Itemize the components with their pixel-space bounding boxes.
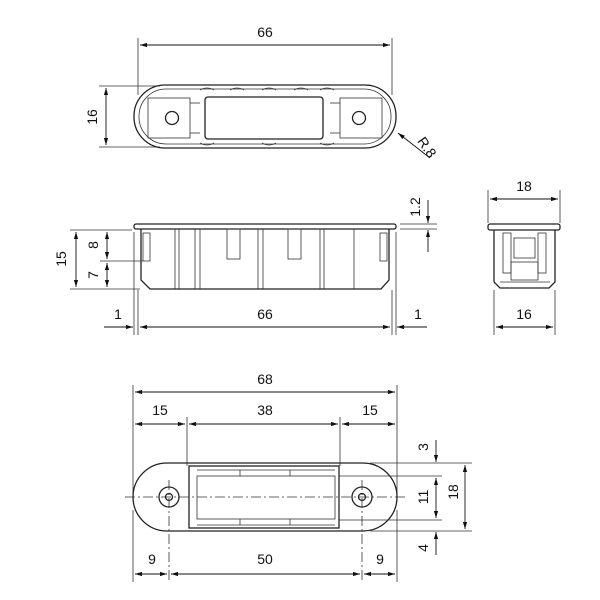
dim-radius: R.8: [414, 134, 440, 161]
dim-side-length: 66: [257, 306, 273, 322]
dim-upper: 8: [85, 241, 101, 249]
side-view: 15 8 7 1.2 1 66 1: [53, 197, 437, 335]
dim-top-width: 18: [516, 178, 532, 194]
dim-right-offset: 1: [414, 306, 422, 322]
dim-height: 15: [53, 251, 69, 267]
dim-lower: 7: [85, 271, 101, 279]
dim-length: 66: [257, 24, 273, 40]
mounting-hole: [164, 110, 180, 126]
dim-width: 16: [84, 109, 100, 125]
dim-window: 38: [257, 402, 273, 418]
dim-window-height: 11: [415, 490, 431, 505]
dim-left-margin: 15: [152, 402, 168, 418]
dim-left-offset: 1: [114, 306, 122, 322]
end-view: 18 16: [487, 178, 561, 335]
dim-overall-width: 18: [445, 484, 461, 500]
dim-flange: 1.2: [407, 197, 423, 217]
dim-right-margin: 15: [362, 402, 378, 418]
dim-hole-spacing: 50: [257, 551, 273, 567]
dim-top-gap: 3: [415, 443, 431, 451]
dim-overall-length: 68: [257, 371, 273, 387]
flange: [133, 223, 397, 230]
dim-bottom-width: 16: [516, 306, 532, 322]
top-view: 66 16 R.8: [84, 24, 440, 161]
bottom-view: 68 15 38 15 9 50 9: [125, 371, 472, 582]
dim-hole-edge-left: 9: [148, 551, 156, 567]
mounting-hole: [351, 110, 367, 126]
dim-hole-edge-right: 9: [376, 551, 384, 567]
dim-bottom-gap: 4: [415, 544, 431, 552]
part-outline: [133, 84, 397, 149]
